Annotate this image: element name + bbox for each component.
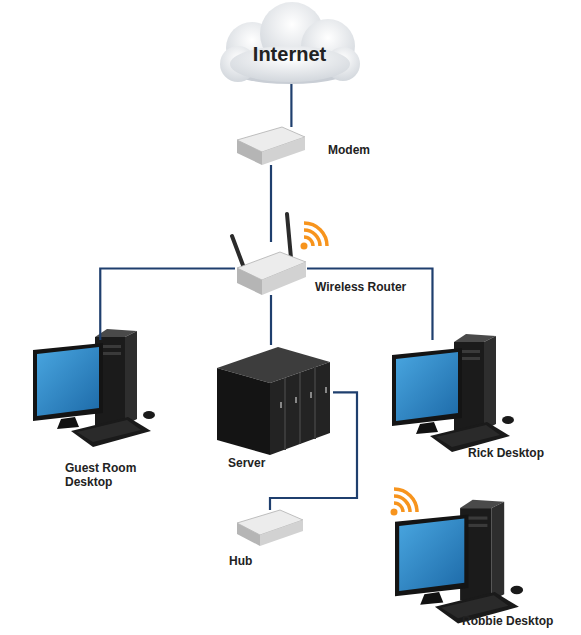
rick-desktop-computer xyxy=(392,334,514,452)
device-label: Guest Room Desktop xyxy=(65,461,155,489)
cloud-label: Internet xyxy=(222,42,357,66)
device-label: Modem xyxy=(328,143,370,157)
device-label: Server xyxy=(228,456,265,470)
server-rack xyxy=(217,347,330,455)
desktop-node: Robbie Desktop xyxy=(390,500,530,612)
robbie-desktop-computer xyxy=(395,500,523,624)
hub-device xyxy=(237,510,303,546)
network-cable xyxy=(270,392,357,510)
network-cable xyxy=(100,269,235,341)
device-label: Rick Desktop xyxy=(468,446,544,460)
guest-desktop-computer xyxy=(33,329,155,447)
modem-node: Modem xyxy=(237,127,305,165)
internet-cloud xyxy=(220,2,360,84)
device-label: Wireless Router xyxy=(315,280,406,294)
device-label: Robbie Desktop xyxy=(462,614,553,628)
desktop-node: Guest Room Desktop xyxy=(33,340,151,448)
network-cable xyxy=(270,295,272,345)
router-node: Wireless Router xyxy=(235,242,307,295)
internet-node: Internet xyxy=(222,2,357,84)
router-device xyxy=(232,214,327,295)
device-label: Hub xyxy=(229,554,252,568)
modem-device xyxy=(237,127,305,165)
network-cable xyxy=(290,84,292,127)
wifi-symbol xyxy=(391,489,418,516)
network-cable xyxy=(270,165,272,242)
server-node: Server xyxy=(215,345,333,455)
desktop-node: Rick Desktop xyxy=(390,340,508,446)
hub-node: Hub xyxy=(235,510,305,546)
network-cable xyxy=(307,269,432,341)
